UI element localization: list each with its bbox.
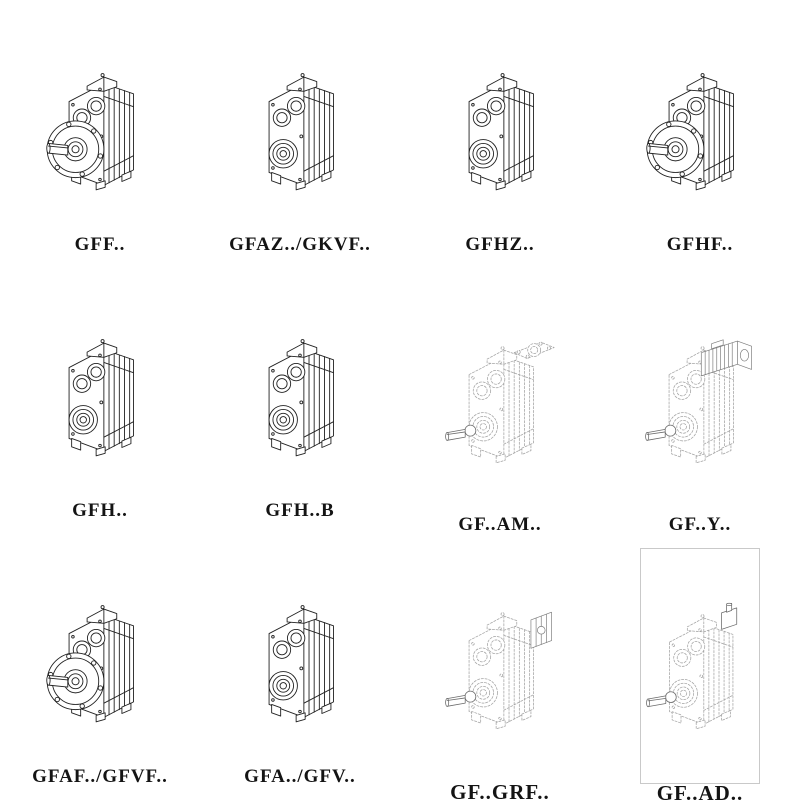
drawing-area [642, 22, 758, 234]
drawing-area [442, 22, 558, 234]
model-label: GFHF.. [666, 234, 734, 255]
model-label: GFAF../GFVF.. [32, 766, 168, 787]
model-label: GFH..B [265, 500, 335, 521]
model-label: GF..GRF.. [450, 780, 550, 804]
catalog-cell-gf-y: GF..Y.. [640, 282, 760, 535]
drawing-area [42, 554, 158, 766]
gearbox-shaft-drawing [242, 22, 358, 234]
gearbox-shaft-drawing [242, 554, 358, 766]
model-label: GFHZ.. [465, 234, 535, 255]
catalog-cell-gff: GFF.. [40, 16, 160, 255]
drawing-area [42, 22, 158, 234]
catalog-cell-gfa-gfv: GFA../GFV.. [240, 548, 360, 787]
drawing-area [643, 555, 757, 781]
catalog-cell-gf-am: GF..AM.. [440, 282, 560, 535]
gearmotor-drawing [642, 288, 758, 514]
drawing-area [242, 288, 358, 500]
gearbox-shaft-drawing [242, 288, 358, 500]
model-label: GF..AD.. [656, 781, 744, 805]
gearbox-top-input-drawing [643, 555, 757, 781]
drawing-area [642, 288, 758, 514]
catalog-cell-gfaz-gkvf: GFAZ../GKVF.. [229, 16, 370, 255]
model-label: GF..AM.. [458, 514, 542, 535]
catalog-cell-gfhz: GFHZ.. [440, 16, 560, 255]
model-label: GFA../GFV.. [244, 766, 356, 787]
catalog-cell-gfaf-gfvf: GFAF../GFVF.. [32, 548, 167, 787]
gearbox-flange-drawing [642, 22, 758, 234]
drawing-area [242, 22, 358, 234]
gearbox-adapter-block-drawing [442, 554, 558, 780]
catalog-cell-gfhf: GFHF.. [640, 16, 760, 255]
drawing-area [442, 288, 558, 514]
drawing-area [242, 554, 358, 766]
gearbox-flange-drawing [42, 554, 158, 766]
gearbox-shaft-drawing [442, 22, 558, 234]
drawing-area [442, 554, 558, 780]
model-label: GFAZ../GKVF.. [229, 234, 371, 255]
catalog-cell-gfh-b: GFH..B [240, 282, 360, 521]
gearbox-flange-drawing [42, 22, 158, 234]
model-label: GFH.. [72, 500, 128, 521]
catalog-cell-gfh: GFH.. [40, 282, 160, 521]
gearbox-shaft-drawing [42, 288, 158, 500]
catalog-cell-gf-grf: GF..GRF.. [440, 548, 560, 804]
drawing-area [42, 288, 158, 500]
model-label: GFF.. [74, 234, 126, 255]
model-label: GF..Y.. [668, 514, 732, 535]
gearbox-motor-adapter-drawing [442, 288, 558, 514]
catalog-cell-gf-ad: GF..AD.. [640, 548, 760, 805]
